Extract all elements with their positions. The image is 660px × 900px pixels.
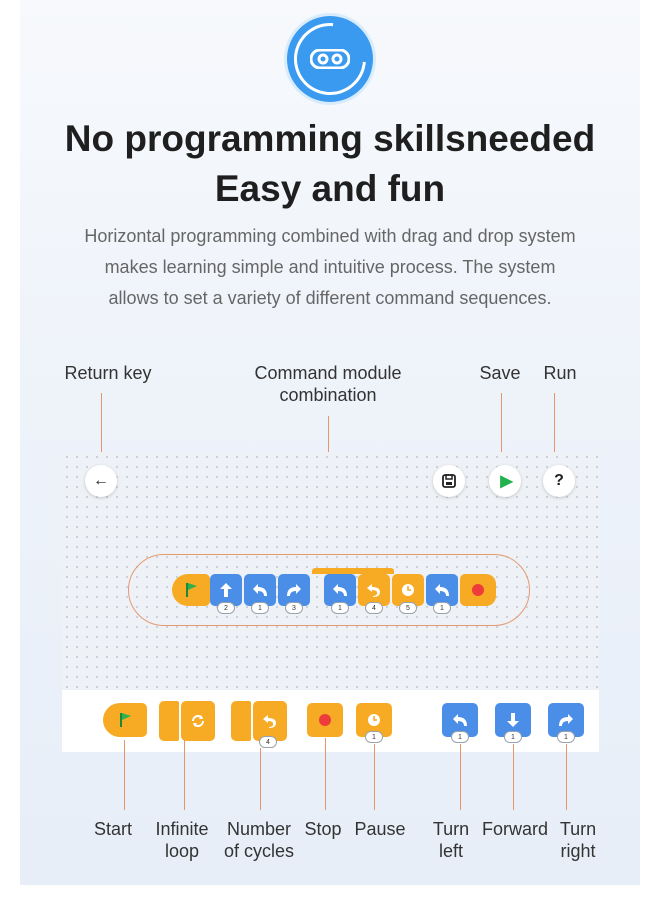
app-logo (279, 8, 381, 110)
label-command-module-line-1: Command module (254, 363, 402, 383)
save-button[interactable] (433, 465, 465, 497)
sequence-badge-pause: 5 (399, 602, 417, 614)
palette-infinite-loop-left[interactable] (159, 701, 179, 741)
sequence-block-turn-left-in-loop[interactable] (324, 574, 356, 606)
palette-turn-left-badge: 1 (451, 731, 469, 743)
stop-icon (319, 714, 331, 726)
robot-face-icon (310, 49, 350, 69)
description-line-1: Horizontal programming combined with dra… (84, 226, 576, 246)
label-save: Save (479, 363, 521, 383)
save-icon (442, 474, 456, 488)
sequence-block-turn-left[interactable] (244, 574, 276, 606)
palette-start-block[interactable] (103, 703, 147, 737)
sequence-block-forward[interactable] (210, 574, 242, 606)
label-command-module-line-2: combination (279, 385, 377, 405)
callout-line-return (101, 393, 102, 463)
turn-right-icon (559, 714, 573, 726)
label-command-module: Command module combination (238, 362, 418, 406)
back-button[interactable]: ← (85, 465, 117, 497)
palette-pause-badge: 1 (365, 731, 383, 743)
callout-line-forward (513, 744, 514, 810)
label-run: Run (543, 363, 577, 383)
sequence-block-turn-right[interactable] (278, 574, 310, 606)
stop-icon (472, 584, 484, 596)
sequence-badge-turn-left-1: 1 (251, 602, 269, 614)
sequence-block-stop[interactable] (460, 574, 496, 606)
palette-infinite-loop-block[interactable] (181, 701, 215, 741)
label-infinite-loop-line-1: Infinite (155, 819, 209, 839)
callout-line-infinite (184, 740, 185, 810)
callout-line-turn-right (566, 744, 567, 810)
label-turn-left-line-1: Turn (432, 819, 470, 839)
label-turn-right: Turn right (553, 818, 603, 862)
sequence-badge-forward: 2 (217, 602, 235, 614)
turn-left-icon (453, 714, 467, 726)
headline-line-1: No programming skillsneeded (64, 118, 596, 159)
sequence-badge-turn-left-3: 1 (433, 602, 451, 614)
sequence-badge-turn-left-2: 1 (331, 602, 349, 614)
headline-line-2: Easy and fun (214, 168, 446, 209)
run-button[interactable]: ▶ (489, 465, 521, 497)
label-turn-left-line-2: left (438, 841, 463, 861)
clock-icon (402, 584, 414, 596)
sequence-block-turn-left-2[interactable] (426, 574, 458, 606)
turn-left-icon (435, 584, 449, 596)
description-line-2: makes learning simple and intuitive proc… (104, 257, 556, 277)
label-turn-left: Turn left (425, 818, 477, 862)
flag-icon (120, 713, 131, 727)
label-number-of-cycles: Number of cycles (220, 818, 298, 862)
callout-line-turn-left (460, 744, 461, 810)
sequence-block-pause[interactable] (392, 574, 424, 606)
up-arrow-icon (220, 583, 232, 597)
palette-cycles-left[interactable] (231, 701, 251, 741)
label-pause: Pause (354, 819, 406, 839)
down-arrow-icon (507, 713, 519, 727)
label-return-key: Return key (64, 363, 152, 383)
flag-icon (186, 583, 197, 597)
sequence-badge-turn-right: 3 (285, 602, 303, 614)
back-arrow-icon: ← (93, 472, 109, 489)
label-forward: Forward (481, 819, 548, 839)
label-infinite-loop-line-2: loop (164, 841, 200, 861)
callout-line-pause (374, 744, 375, 810)
palette-number-of-cycles-block[interactable] (253, 701, 287, 741)
clock-icon (368, 714, 380, 726)
sequence-block-start[interactable] (172, 574, 210, 606)
command-sequence-outline (128, 554, 530, 626)
turn-left-icon (253, 584, 267, 596)
label-turn-right-line-1: Turn (559, 819, 597, 839)
callout-line-start (124, 740, 125, 810)
question-icon: ? (554, 472, 564, 489)
loop-icon (192, 715, 204, 727)
palette-forward-badge: 1 (504, 731, 522, 743)
label-stop: Stop (304, 819, 342, 839)
description-line-3: allows to set a variety of different com… (108, 288, 552, 308)
sequence-badge-cycles: 4 (365, 602, 383, 614)
label-infinite-loop: Infinite loop (150, 818, 214, 862)
label-start: Start (93, 819, 132, 839)
callout-line-save (501, 393, 502, 463)
palette-stop-block[interactable] (307, 703, 343, 737)
callout-line-stop (325, 738, 326, 810)
description: Horizontal programming combined with dra… (50, 221, 610, 314)
label-number-of-cycles-line-2: of cycles (223, 841, 295, 861)
palette-turn-right-badge: 1 (557, 731, 575, 743)
loop-wrapper-top (312, 568, 394, 574)
turn-right-icon (287, 584, 301, 596)
cycle-return-icon (263, 715, 276, 728)
callout-line-cycles (260, 748, 261, 810)
palette-cycles-badge: 4 (259, 736, 277, 748)
callout-line-run (554, 393, 555, 463)
help-button[interactable]: ? (543, 465, 575, 497)
turn-left-icon (333, 584, 347, 596)
label-number-of-cycles-line-1: Number (226, 819, 292, 839)
play-icon: ▶ (500, 473, 513, 490)
label-turn-right-line-2: right (560, 841, 596, 861)
sequence-block-number-of-cycles[interactable] (358, 574, 390, 606)
cycle-return-icon (367, 584, 380, 597)
